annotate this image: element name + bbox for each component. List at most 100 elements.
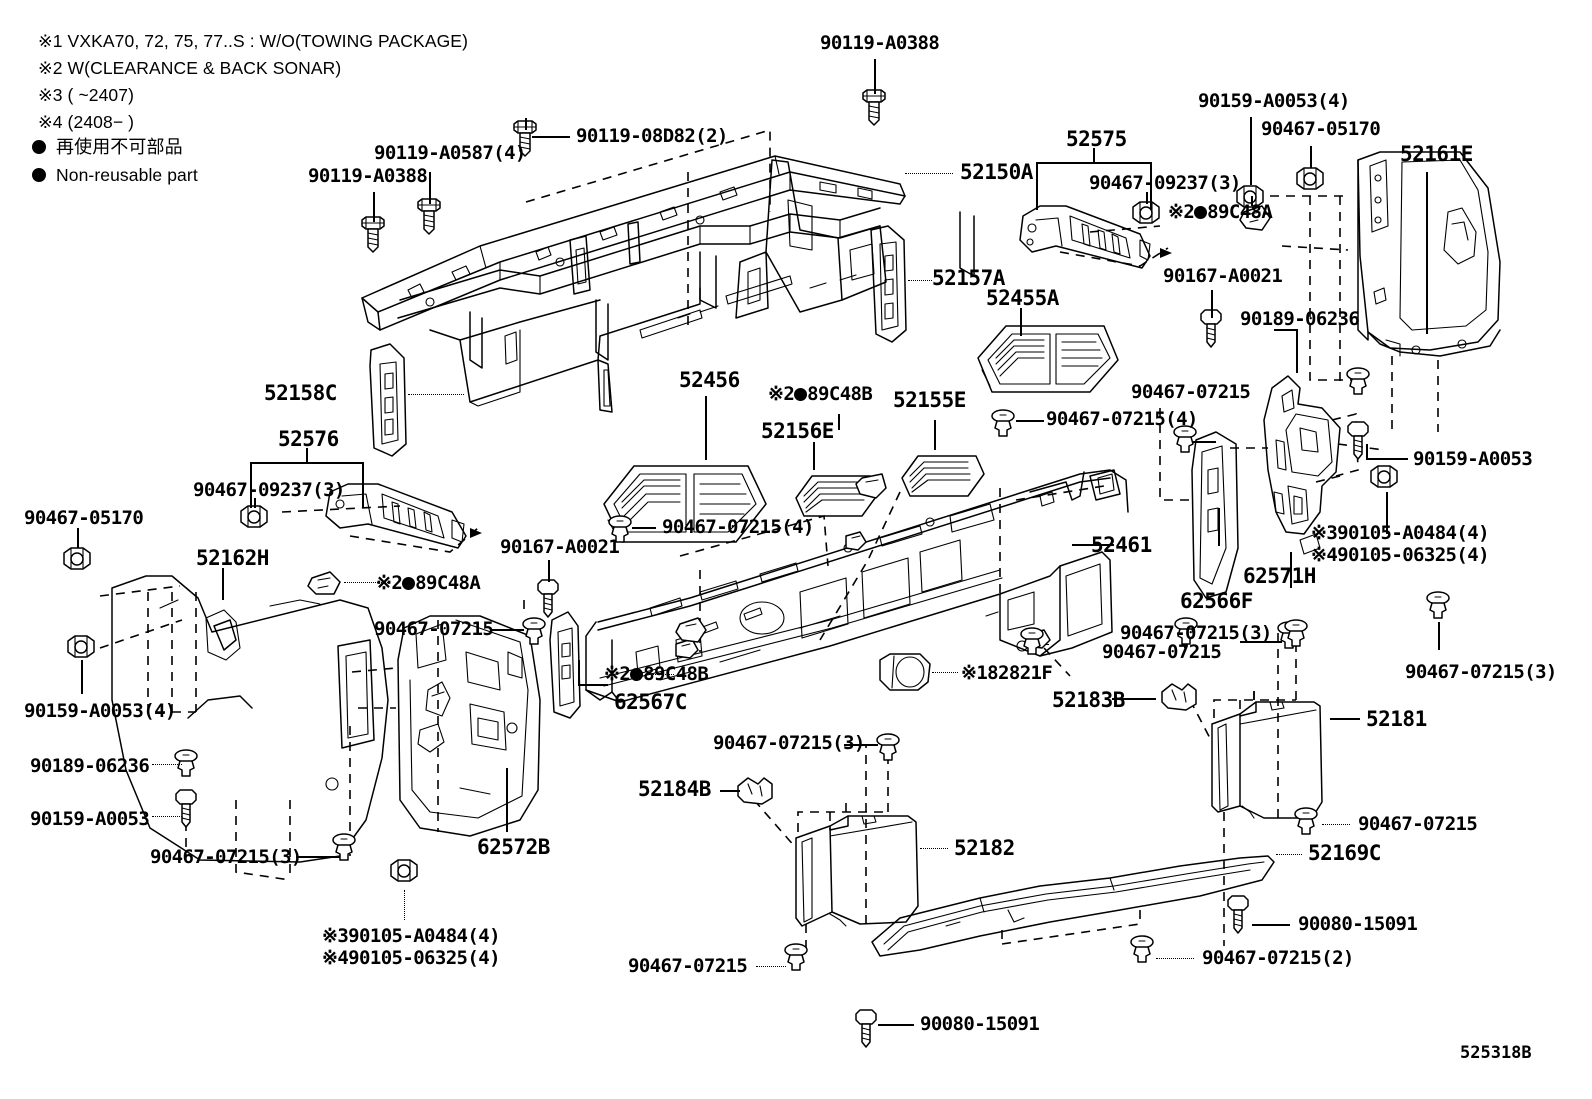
leader-52456 <box>705 396 707 460</box>
leader-90467-07215-3-62566f <box>1046 644 1048 645</box>
leader-89c48b-stem-b <box>838 428 840 430</box>
label-90080-15091-r: 90080-15091 <box>1298 913 1418 935</box>
bullet-icon <box>32 140 46 154</box>
leader-90467-07215-4-centre <box>632 527 656 529</box>
bullet-icon <box>794 388 808 401</box>
leader-52575-left <box>1036 162 1038 210</box>
label-90105-06325-left: ※490105-06325(4) <box>322 947 501 969</box>
leader-90119-a0587 <box>429 172 431 204</box>
label-90105-a0484-left: ※390105-A0484(4) <box>322 925 501 947</box>
label-90467-05170-left: 90467-05170 <box>24 507 144 529</box>
leader-90119-a0388-top <box>874 59 876 94</box>
label-52184b: 52184B <box>638 777 711 801</box>
leader-90467-07215-mid-left <box>492 629 524 631</box>
label-90159-a0053-left: 90159-A0053 <box>30 808 150 830</box>
leader-90119-a0388-left <box>373 192 375 222</box>
label-90167-a0021-top: 90167-A0021 <box>1163 265 1283 287</box>
fastener-89c48a-top <box>1240 206 1270 230</box>
leader-52576-left <box>250 462 252 508</box>
fastener-89c48b-low <box>676 618 706 642</box>
leader-90189-06236-top-a <box>1274 329 1296 331</box>
label-90159-a0053-4-left: 90159-A0053(4) <box>24 700 176 722</box>
label-90119-a0388-top: 90119-A0388 <box>820 32 940 54</box>
part-52150a-beam <box>362 156 974 412</box>
label-90105-a0484-right: ※390105-A0484(4) <box>1311 522 1490 544</box>
leader-90467-07215-3-r1 <box>1240 641 1282 643</box>
fastener-90189-06236-left <box>174 749 198 777</box>
leader-90467-07215-3-b <box>844 744 878 746</box>
fastener-90080-15091-52182 <box>855 1009 877 1048</box>
leader-62567c-stem <box>578 660 580 684</box>
label-90467-09237-left: 90467-09237(3) <box>193 479 345 501</box>
fastener-90080-15091-52169c <box>1227 895 1249 934</box>
leader-62567c-r <box>1184 646 1186 648</box>
label-90189-06236-top: 90189-06236 <box>1240 308 1360 330</box>
leader-90467-07215-r4 <box>1322 824 1350 825</box>
fastener-90119-a0388-top <box>862 89 886 126</box>
label-62567c: 62567C <box>614 690 687 714</box>
leader-52157a <box>908 280 932 281</box>
label-52169c: 52169C <box>1308 841 1381 865</box>
leader-90467-07215-b <box>756 966 786 967</box>
label-52162h: 52162H <box>196 546 269 570</box>
label-90467-07215-b: 90467-07215 <box>628 955 748 977</box>
bullet-icon <box>32 168 46 182</box>
label-52575: 52575 <box>1066 127 1127 151</box>
label-52157a: 52157A <box>932 266 1005 290</box>
part-52169c-strip <box>872 856 1274 956</box>
fastener-90467-05170-top <box>1296 167 1324 190</box>
leader-90467-09237-top <box>1146 192 1148 204</box>
label-90467-07215-2-r: 90467-07215(2) <box>1202 947 1354 969</box>
label-90119-a0388-left: 90119-A0388 <box>308 165 428 187</box>
fastener-90159-a0053-4-left <box>67 635 95 658</box>
leader-90467-05170-top <box>1310 146 1312 168</box>
leader-90467-05170-left <box>77 528 79 548</box>
label-62571h: 62571H <box>1243 564 1316 588</box>
label-90467-07215-r4: 90467-07215 <box>1358 813 1478 835</box>
label-90467-07215-4-right: 90467-07215(4) <box>1046 408 1198 430</box>
label-90467-07215-4-centre: 90467-07215(4) <box>662 516 814 538</box>
leader-52182 <box>920 848 948 849</box>
leader-52183b <box>1112 698 1156 700</box>
leader-90189-06236-left <box>152 764 182 765</box>
part-62571h-bracket <box>1264 376 1340 554</box>
note-3: ※3 ( ~2407) <box>38 85 135 105</box>
label-90105-06325-right: ※490105-06325(4) <box>1311 544 1490 566</box>
label-82821f: ※182821F <box>961 662 1053 684</box>
leader-90167-a0021-mid <box>548 560 550 582</box>
label-90467-07215-mid-left: 90467-07215 <box>374 618 494 640</box>
leader-52461 <box>1072 544 1114 546</box>
leader-52184b <box>720 790 740 792</box>
label-90467-07215-3-b: 90467-07215(3) <box>713 732 865 754</box>
leader-90467-09237-left <box>254 498 256 508</box>
label-52161e: 52161E <box>1400 142 1473 166</box>
leader-52575-right <box>1150 162 1152 210</box>
note-2: ※2 W(CLEARANCE & BACK SONAR) <box>38 58 342 78</box>
legend-non-reusable-jp: 再使用不可部品 <box>32 139 183 157</box>
label-52461: 52461 <box>1091 533 1152 557</box>
fastener-90159-a0053-left <box>175 789 197 828</box>
leader-90467-07215-4-right <box>1016 420 1044 422</box>
fastener-90467-07215-4-right <box>991 409 1015 437</box>
label-52456: 52456 <box>679 368 740 392</box>
part-52161e-cover <box>1358 152 1500 356</box>
leader-90159-a0053-right-b <box>1366 458 1408 460</box>
label-90467-05170-top: 90467-05170 <box>1261 118 1381 140</box>
leader-90080-15091-r <box>1252 924 1290 926</box>
leader-90467-07215-3-left <box>296 856 340 858</box>
fastener-89c48b-mid <box>856 474 886 498</box>
leader-52156e <box>813 442 815 470</box>
part-52455a-step-pad <box>978 326 1118 392</box>
leader-90467-07215-2-r <box>1156 958 1194 959</box>
part-52575-bracket <box>1020 206 1150 268</box>
leader-52162h <box>222 568 224 600</box>
leader-52576-right <box>362 462 364 508</box>
label-52155e: 52155E <box>893 388 966 412</box>
part-62566f-bracket <box>1192 432 1238 598</box>
part-52183b-clip <box>1162 684 1196 710</box>
